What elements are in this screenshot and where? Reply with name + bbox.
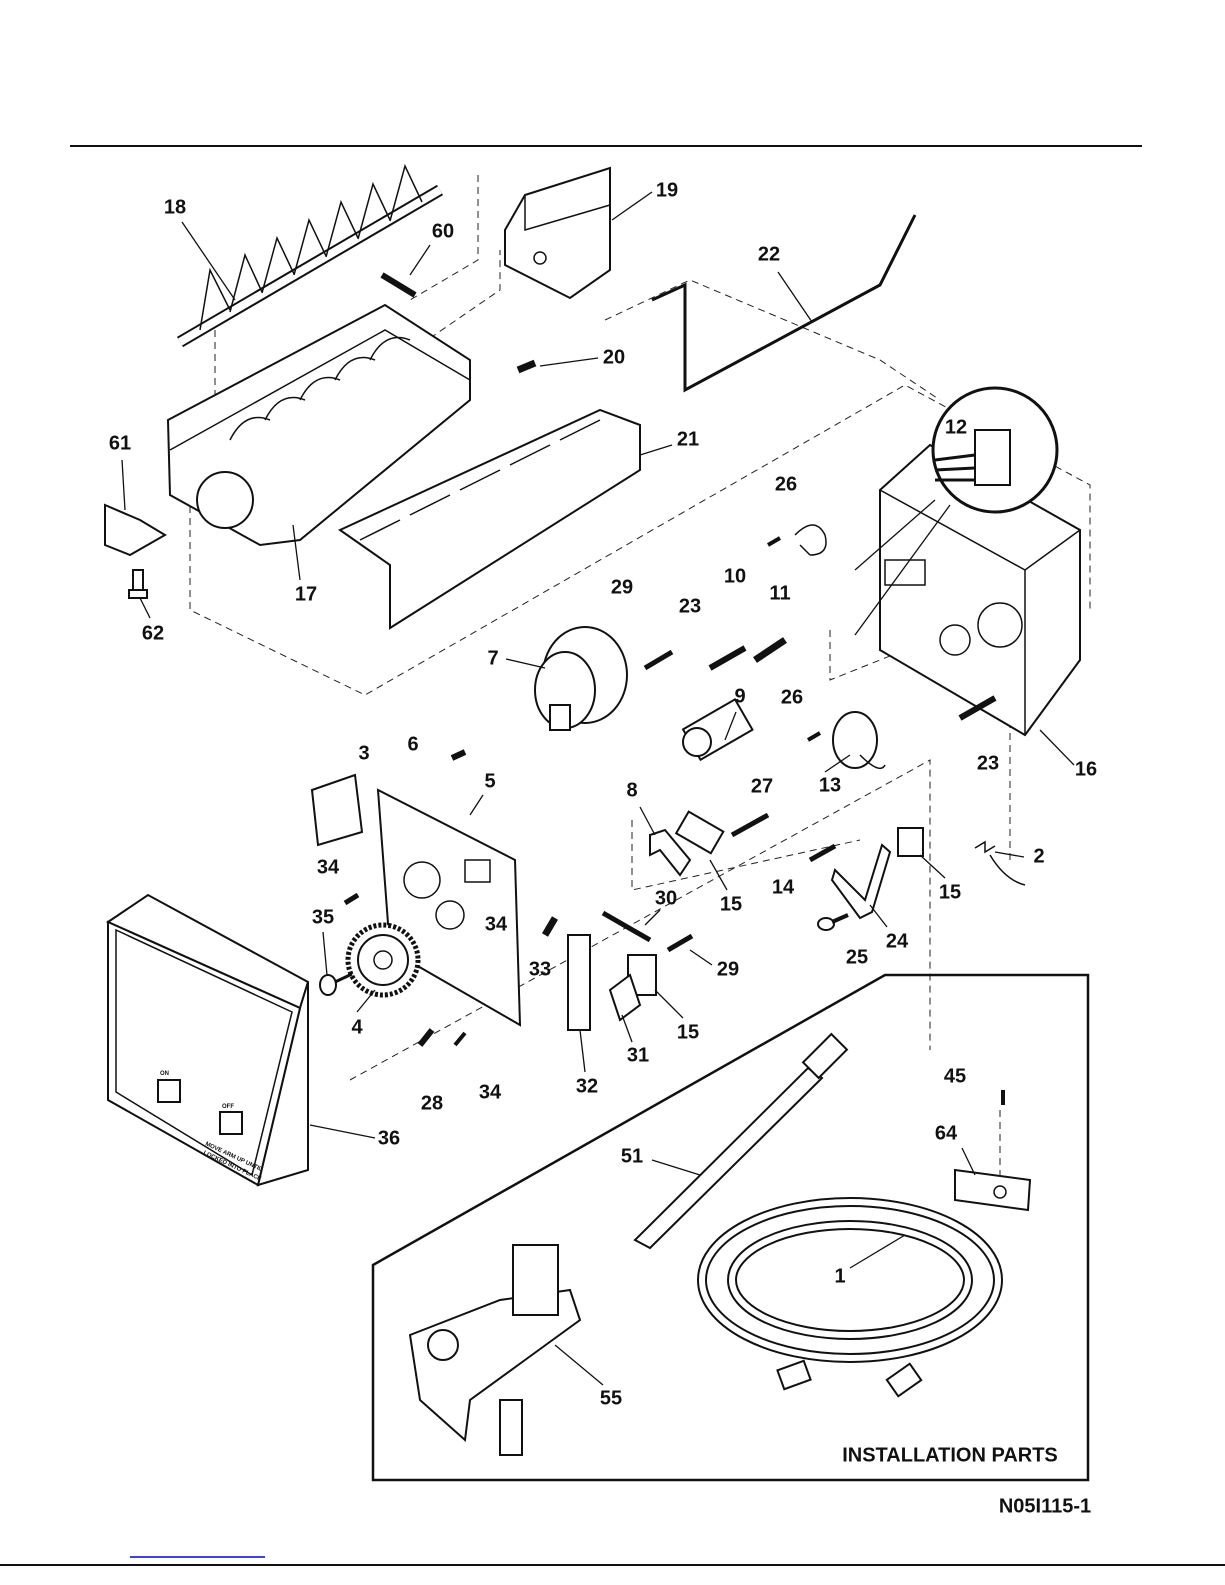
callout-11: 11 [769, 582, 790, 604]
callout-18: 18 [164, 196, 186, 218]
part-64-clamp [955, 1110, 1030, 1210]
callout-17: 17 [295, 583, 317, 605]
callout-33: 33 [529, 958, 551, 980]
part-32-bracket [568, 935, 590, 1030]
callout-7: 7 [487, 647, 498, 669]
part-15-switch-b [898, 828, 923, 856]
callout-29: 29 [611, 576, 633, 598]
callout-20: 20 [603, 346, 625, 368]
installation-parts-box [373, 975, 1088, 1480]
part-36-front-cover: ON OFF MOVE ARM UP UNTIL LOCKED INTO PLA… [108, 895, 308, 1185]
cover-off-label: OFF [222, 1104, 234, 1110]
callout-62: 62 [142, 622, 164, 644]
callout-22: 22 [758, 243, 780, 265]
callout-16: 16 [1075, 758, 1097, 780]
callout-29: 29 [717, 958, 739, 980]
part-4-gear [348, 925, 418, 995]
part-19-cover [505, 168, 610, 298]
callout-61: 61 [109, 432, 131, 454]
part-7-motor [535, 627, 627, 730]
callout-5: 5 [484, 770, 495, 792]
callout-3: 3 [358, 742, 369, 764]
callout-9: 9 [734, 685, 745, 707]
cover-on-label: ON [160, 1071, 169, 1077]
part-15-switch-a [676, 812, 723, 854]
part-35-cam [320, 974, 352, 995]
callout-34: 34 [485, 913, 508, 935]
callout-30: 30 [655, 887, 677, 909]
callout-14: 14 [772, 876, 795, 898]
callout-27: 27 [751, 775, 773, 797]
part-20-screw [518, 363, 535, 370]
callout-24: 24 [886, 930, 909, 952]
callout-23: 23 [679, 595, 701, 617]
callout-15: 15 [720, 893, 742, 915]
part-61-bracket [105, 505, 165, 555]
callout-26: 26 [781, 686, 803, 708]
callout-15: 15 [939, 881, 961, 903]
part-9-thermostat-cup [683, 699, 752, 759]
callout-32: 32 [576, 1075, 598, 1097]
callout-64: 64 [935, 1122, 958, 1144]
callout-35: 35 [312, 906, 334, 928]
callout-51: 51 [621, 1145, 643, 1167]
callout-4: 4 [351, 1016, 363, 1038]
callout-6: 6 [407, 733, 418, 755]
callout-10: 10 [724, 565, 746, 587]
part-22-shutoff-arm [652, 215, 915, 390]
callout-34: 34 [317, 856, 340, 878]
part-25-screw [818, 915, 848, 930]
part-3-insulation [312, 775, 362, 845]
part-24-shutoff-lever [832, 845, 890, 918]
callout-45: 45 [944, 1065, 966, 1087]
part-62-screw [129, 570, 147, 598]
callout-25: 25 [846, 946, 868, 968]
callout-21: 21 [677, 428, 699, 450]
part-11-clip [795, 525, 826, 555]
part-55-water-valve [410, 1245, 580, 1455]
callout-1: 1 [834, 1265, 845, 1287]
callout-12: 12 [945, 416, 967, 438]
part-60-screw [382, 275, 415, 295]
callout-28: 28 [421, 1092, 443, 1114]
callout-36: 36 [378, 1127, 400, 1149]
callout-34: 34 [479, 1081, 502, 1103]
part-2-spring [975, 842, 1025, 885]
callout-60: 60 [432, 220, 454, 242]
callout-2: 2 [1033, 845, 1044, 867]
callout-19: 19 [656, 179, 678, 201]
part-13-heater-clip [833, 712, 885, 768]
part-51-fill-tube [635, 1034, 847, 1248]
installation-parts-label: INSTALLATION PARTS [842, 1444, 1058, 1466]
part-1-water-tube [702, 1202, 998, 1396]
callout-31: 31 [627, 1044, 649, 1066]
callout-8: 8 [626, 779, 637, 801]
callout-13: 13 [819, 774, 841, 796]
callout-26: 26 [775, 473, 797, 495]
drawing-number: N05I115-1 [999, 1495, 1091, 1517]
callout-15: 15 [677, 1021, 699, 1043]
callout-23: 23 [977, 752, 999, 774]
callout-55: 55 [600, 1387, 622, 1409]
